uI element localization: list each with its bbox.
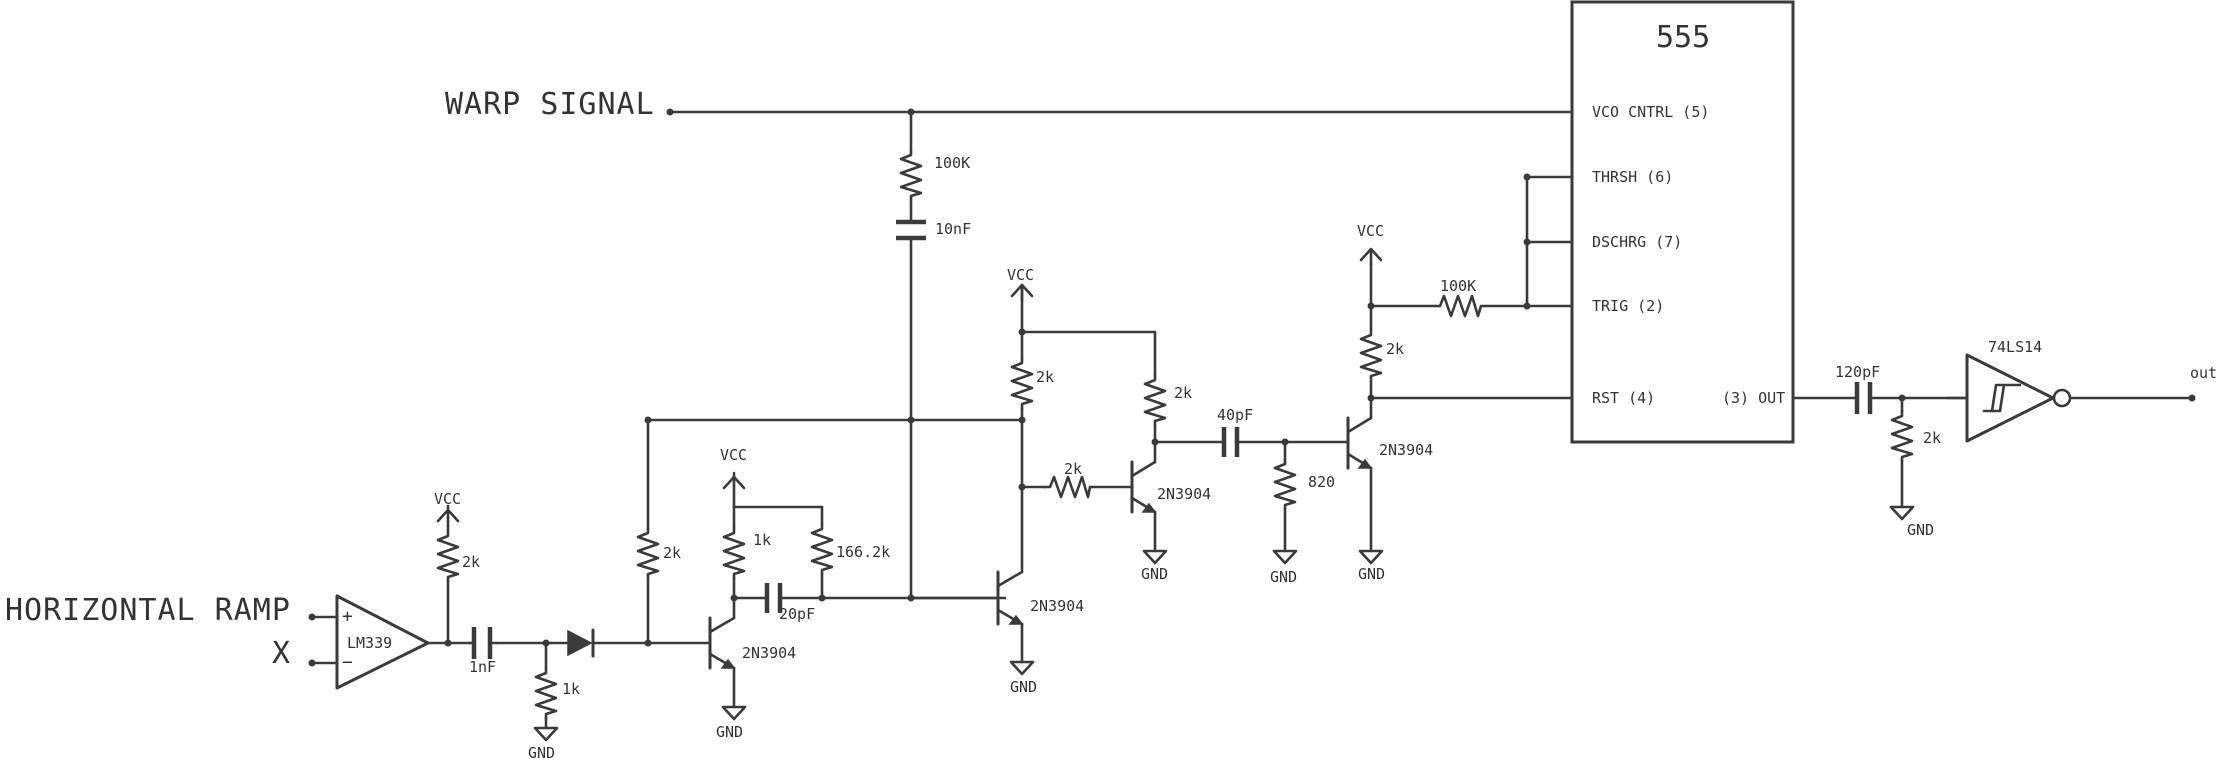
vcc-arrow-icon (436, 504, 460, 523)
gnd-label: GND (716, 723, 743, 741)
vcc-arrow-icon (1359, 247, 1383, 266)
label-q3: 2N3904 (1157, 485, 1211, 503)
ground-icon (1009, 660, 1035, 676)
label-r-q4-collector: 2k (1386, 340, 1404, 358)
label-r-trig: 100K (1440, 277, 1476, 295)
label-r-q2-collector: 2k (1036, 368, 1054, 386)
capacitor-20pf (764, 583, 783, 613)
capacitors (468, 219, 1873, 659)
junction-dots (444, 108, 2196, 647)
capacitor-10nf (896, 219, 926, 241)
vcc-label: VCC (434, 490, 461, 508)
resistor-q1-collector (722, 526, 746, 580)
vcc-label: VCC (1357, 222, 1384, 240)
resistor-q2-collector (1010, 356, 1034, 410)
horizontal-ramp-label: HORIZONTAL RAMP (5, 593, 291, 628)
vcc-label: VCC (1007, 266, 1034, 284)
label-r-q3-base: 2k (1064, 460, 1082, 478)
vcc-arrow-icon (722, 471, 746, 490)
power-labels: VCC VCC VCC VCC GND GND GND GND GND GND … (434, 222, 1934, 762)
resistor-q4-collector (1359, 328, 1383, 380)
resistor-q3-collector (1143, 373, 1167, 427)
label-q1: 2N3904 (742, 644, 796, 662)
warp-signal-label: WARP SIGNAL (445, 87, 655, 122)
pin-thrsh: THRSH (6) (1592, 168, 1673, 186)
ground-icon (1272, 549, 1298, 565)
x-input-label: X (272, 636, 291, 671)
transistor-q2 (909, 570, 1024, 626)
transistor-q3 (1130, 460, 1157, 514)
label-r-q1-collector: 1k (753, 531, 771, 549)
label-c-1nf: 1nF (469, 658, 496, 676)
comparator-plus-sign: + (342, 606, 353, 627)
label-r-1k-gnd: 1k (562, 680, 580, 698)
label-r-warp: 100K (934, 154, 970, 172)
resistor-trig-100k (1433, 294, 1487, 318)
pin-rst: RST (4) (1592, 389, 1655, 407)
ground-icon (1142, 549, 1168, 565)
gnd-label: GND (1907, 521, 1934, 539)
output-label: out (2190, 364, 2217, 382)
comparator-minus-sign: − (342, 652, 353, 673)
ic-555-title: 555 (1656, 20, 1710, 55)
resistor-warp-100k (899, 148, 923, 202)
label-q2: 2N3904 (1030, 597, 1084, 615)
resistor-q3-base (1043, 475, 1094, 499)
label-c-40pf: 40pF (1217, 406, 1253, 424)
ground-icon (533, 726, 559, 742)
gnd-label: GND (528, 744, 555, 762)
inverter-name: 74LS14 (1988, 338, 2042, 356)
label-c-warp: 10nF (935, 220, 971, 238)
pin-trig: TRIG (2) (1592, 297, 1664, 315)
ground-icon (721, 705, 747, 721)
gnd-label: GND (1270, 568, 1297, 586)
resistor-166k (810, 522, 834, 576)
label-c-20pf: 20pF (779, 605, 815, 623)
capacitor-120pf (1854, 382, 1873, 414)
transistor-q4 (1346, 416, 1373, 470)
gnd-label: GND (1010, 678, 1037, 696)
gnd-label: GND (1141, 565, 1168, 583)
label-r-diode-pull: 2k (663, 544, 681, 562)
diode (567, 628, 595, 658)
label-r-cmp-pullup: 2k (462, 553, 480, 571)
label-q4: 2N3904 (1379, 441, 1433, 459)
component-labels: 100K 10nF 2k 1nF 1k 2k 1k 166.2k 20pF 2N… (462, 154, 1941, 698)
resistor-diode-pull (636, 526, 660, 580)
ic-555: 555 VCO CNTRL (5) THRSH (6) DSCHRG (7) T… (1570, 0, 1795, 444)
resistor-out-gnd (1890, 409, 1914, 463)
label-r-out-gnd: 2k (1923, 429, 1941, 447)
vcc-arrow-icon (1010, 283, 1034, 302)
lm339-comparator: + − LM339 (308, 594, 430, 690)
resistor-cmp-pullup (436, 529, 460, 583)
ground-icon (1358, 549, 1384, 565)
resistor-820 (1273, 457, 1297, 511)
label-r-166k: 166.2k (836, 543, 890, 561)
label-r-q3-collector: 2k (1174, 384, 1192, 402)
gnd-label: GND (1358, 565, 1385, 583)
comparator-name: LM339 (347, 634, 392, 652)
resistor-1k-gnd (534, 666, 558, 720)
wires (426, 110, 2194, 730)
ground-icon (1889, 505, 1915, 521)
schmitt-trigger-icon (1982, 383, 2022, 413)
label-c-120pf: 120pF (1835, 363, 1880, 381)
capacitor-1nf (468, 627, 499, 659)
capacitor-40pf (1221, 427, 1240, 457)
resistors (436, 148, 1914, 720)
transistor-q1 (708, 616, 736, 670)
pin-vco-cntrl: VCO CNTRL (5) (1592, 103, 1709, 121)
gnd-symbols (533, 505, 1915, 742)
pin-dschrg: DSCHRG (7) (1592, 233, 1682, 251)
vcc-symbols (436, 247, 1383, 523)
pin-out: (3) OUT (1722, 389, 1785, 407)
label-r-820: 820 (1308, 473, 1335, 491)
inverter-74ls14: 74LS14 (1945, 338, 2072, 443)
vcc-label: VCC (720, 446, 747, 464)
